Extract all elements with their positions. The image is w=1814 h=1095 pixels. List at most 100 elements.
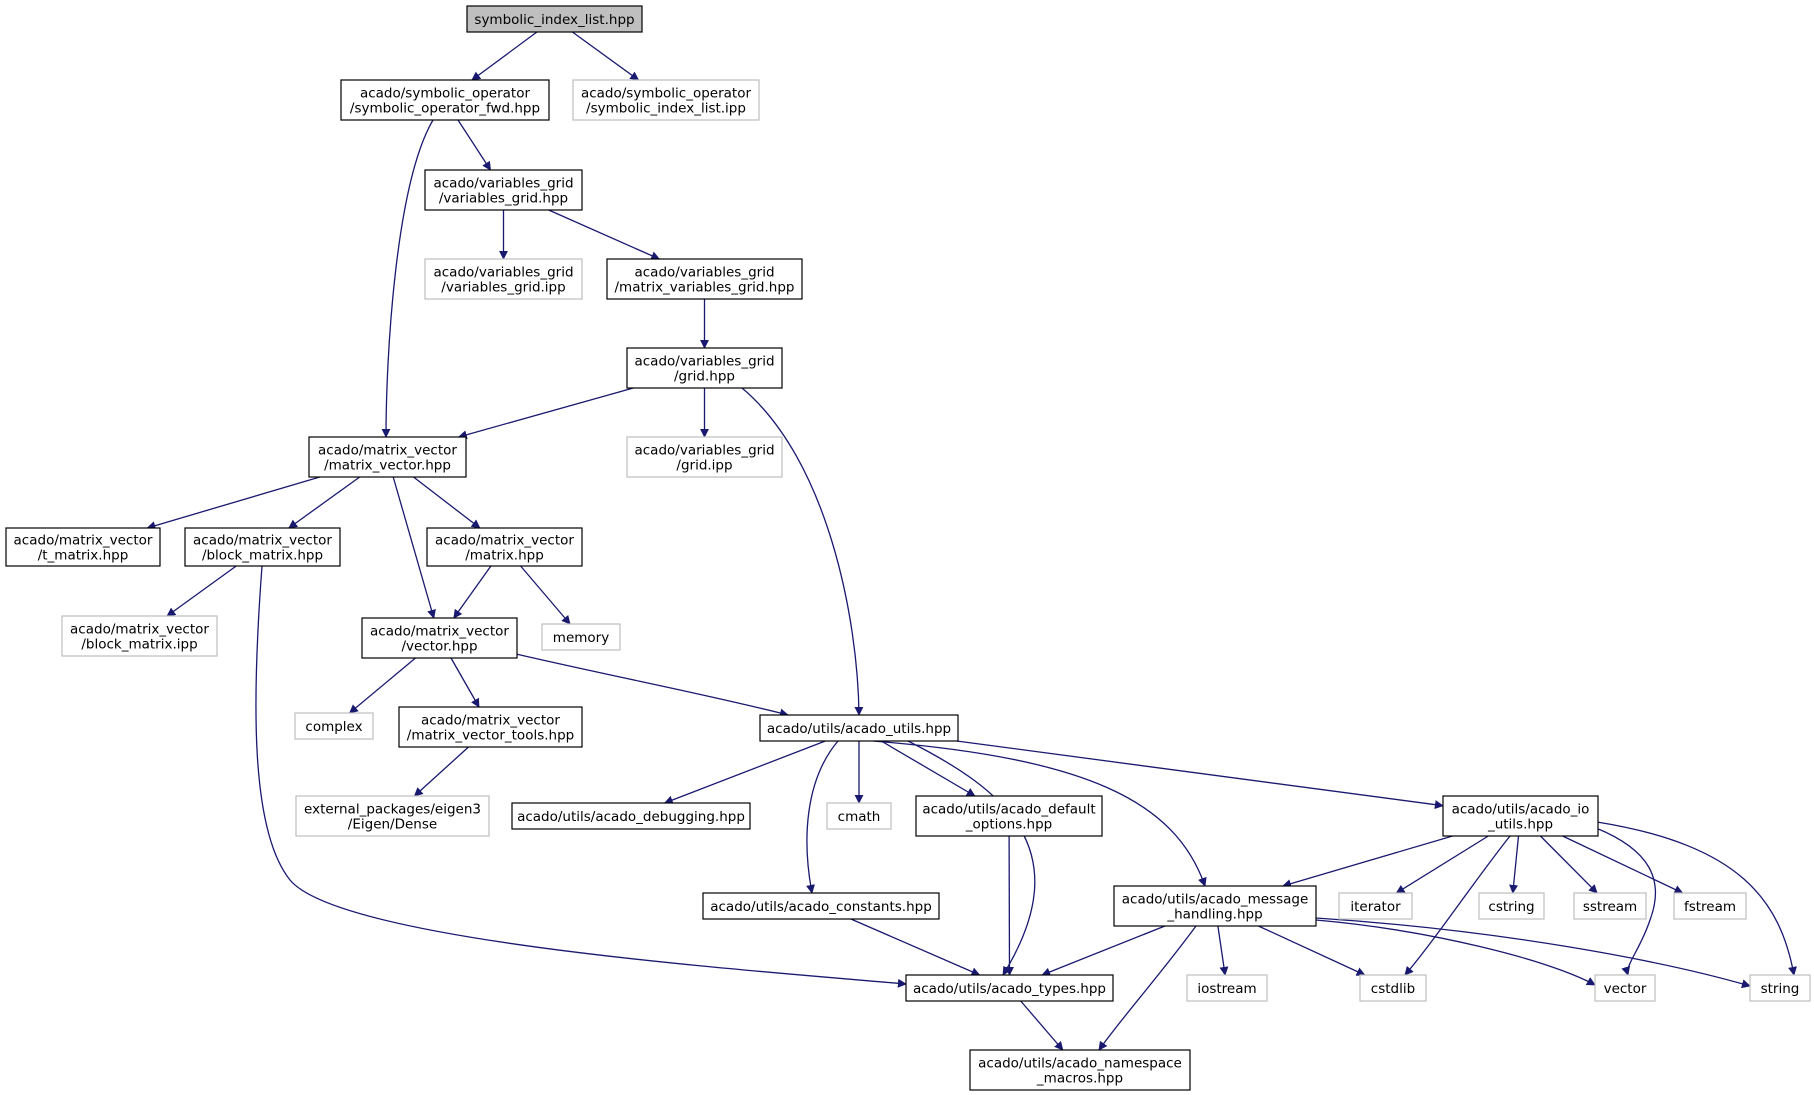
edge-utils-to-io_utils [956,740,1444,810]
node-grid_hpp[interactable]: acado/variables_grid/grid.hpp [626,347,783,389]
node-box [626,347,783,389]
edge-utils-to-types [907,740,1036,976]
node-complex: complex [294,712,374,740]
node-box [1478,892,1545,920]
node-label: acado/utils/acado_default [922,802,1095,818]
edge-vector_hpp-to-mvtools [450,657,480,708]
node-types[interactable]: acado/utils/acado_types.hpp [905,974,1114,1002]
edge-io_utils-to-cstdlib [1404,835,1511,976]
node-label: /variables_grid.hpp [439,191,568,207]
node-label: /t_matrix.hpp [38,548,129,564]
node-vector_hpp[interactable]: acado/matrix_vector/vector.hpp [361,617,518,659]
node-label: acado/symbolic_operator [360,86,531,102]
node-io_utils[interactable]: acado/utils/acado_io_utils.hpp [1442,795,1599,837]
edge-vg_hpp-to-mvg_hpp [548,209,661,260]
node-label: external_packages/eigen3 [304,802,481,818]
node-cstdlib: cstdlib [1359,974,1427,1002]
edge-constants-to-types [850,918,981,976]
node-fstream: fstream [1673,892,1747,920]
node-sym_fwd[interactable]: acado/symbolic_operator/symbolic_operato… [340,79,550,121]
node-eigen: external_packages/eigen3/Eigen/Dense [295,795,490,837]
edge-vector_hpp-to-utils [515,653,789,718]
node-message[interactable]: acado/utils/acado_message_handling.hpp [1113,885,1317,927]
node-box [915,795,1103,837]
node-label: acado/matrix_vector [421,713,560,729]
node-label: cmath [838,809,881,825]
node-label: memory [553,630,609,646]
edge-utils-to-defaults [880,740,976,797]
node-label: acado/utils/acado_utils.hpp [767,721,951,737]
node-vg_hpp[interactable]: acado/variables_grid/variables_grid.hpp [424,169,583,211]
node-label: /symbolic_operator_fwd.hpp [350,101,540,117]
edge-mv_hpp-to-matrix_hpp [413,476,481,529]
edge-message-to-vector [1315,919,1596,986]
node-box [340,79,550,121]
edge-io_utils-to-sstream [1539,835,1598,894]
node-matrix_hpp[interactable]: acado/matrix_vector/matrix.hpp [426,527,583,567]
node-mv_hpp[interactable]: acado/matrix_vector/matrix_vector.hpp [308,436,467,478]
node-box [702,892,940,920]
edge-io_utils-to-message [1282,835,1453,889]
node-label: cstring [1488,899,1534,915]
edge-io_utils-to-iterator [1395,835,1489,894]
node-label: acado/matrix_vector [193,533,332,549]
node-label: acado/variables_grid [433,265,573,281]
edge-io_utils-to-fstream [1562,835,1684,894]
node-box [294,712,374,740]
node-root: symbolic_index_list.hpp [466,5,643,33]
edge-matrix_hpp-to-vector_hpp [453,565,492,619]
node-utils[interactable]: acado/utils/acado_utils.hpp [759,714,959,742]
node-constants[interactable]: acado/utils/acado_constants.hpp [702,892,940,920]
node-tmatrix[interactable]: acado/matrix_vector/t_matrix.hpp [5,527,161,567]
node-label: acado/matrix_vector [370,624,509,640]
node-sym_ipp: acado/symbolic_operator/symbolic_index_l… [572,79,760,121]
node-label: /Eigen/Dense [348,817,437,833]
node-label: acado/utils/acado_namespace [978,1056,1182,1072]
node-label: string [1761,981,1800,997]
node-label: acado/utils/acado_debugging.hpp [517,809,745,825]
edge-matrix_hpp-to-memory [520,565,571,625]
edge-message-to-iostream [1217,925,1229,976]
edge-block_hpp-to-types [255,565,907,988]
node-label: acado/utils/acado_io [1452,802,1590,818]
node-namespace[interactable]: acado/utils/acado_namespace_macros.hpp [969,1049,1191,1091]
node-box [184,527,341,567]
edge-mv_hpp-to-block_hpp [288,476,361,529]
node-label: acado/matrix_vector [14,533,153,549]
node-block_ipp: acado/matrix_vector/block_matrix.ipp [61,615,218,657]
node-label: /block_matrix.hpp [202,548,323,564]
node-box [1359,974,1427,1002]
edge-block_hpp-to-block_ipp [166,565,237,617]
edge-types-to-namespace [1020,1000,1064,1051]
node-label: fstream [1684,899,1736,915]
edge-mvtools-to-eigen [413,746,469,797]
node-string: string [1749,974,1811,1002]
edge-message-to-types [1041,925,1166,977]
node-box [1749,974,1811,1002]
node-label: symbolic_index_list.hpp [474,12,634,28]
node-cmath: cmath [826,802,892,830]
node-label: _options.hpp [965,817,1052,833]
node-block_hpp[interactable]: acado/matrix_vector/block_matrix.hpp [184,527,341,567]
node-label: acado/symbolic_operator [581,86,752,102]
node-label: acado/matrix_vector [318,443,457,459]
node-cstring: cstring [1478,892,1545,920]
edge-sym_fwd-to-mv_hpp [381,119,434,438]
nodes-layer: symbolic_index_list.hpp acado/symbolic_op… [5,5,1811,1091]
node-defaults[interactable]: acado/utils/acado_default_options.hpp [915,795,1103,837]
node-label: acado/matrix_vector [70,622,209,638]
node-box [606,258,803,300]
node-box [759,714,959,742]
node-label: sstream [1583,899,1637,915]
edge-mv_hpp-to-vector_hpp [392,476,436,619]
node-mvtools[interactable]: acado/matrix_vector/matrix_vector_tools.… [398,706,583,748]
node-mvg_hpp[interactable]: acado/variables_grid/matrix_variables_gr… [606,258,803,300]
node-label: /matrix_vector_tools.hpp [407,728,574,744]
node-box [969,1049,1191,1091]
edge-message-to-namespace [1098,925,1197,1051]
node-debugging[interactable]: acado/utils/acado_debugging.hpp [511,802,751,830]
node-label: cstdlib [1371,981,1415,997]
edge-root-to-sym_fwd [471,31,538,81]
node-box [61,615,218,657]
